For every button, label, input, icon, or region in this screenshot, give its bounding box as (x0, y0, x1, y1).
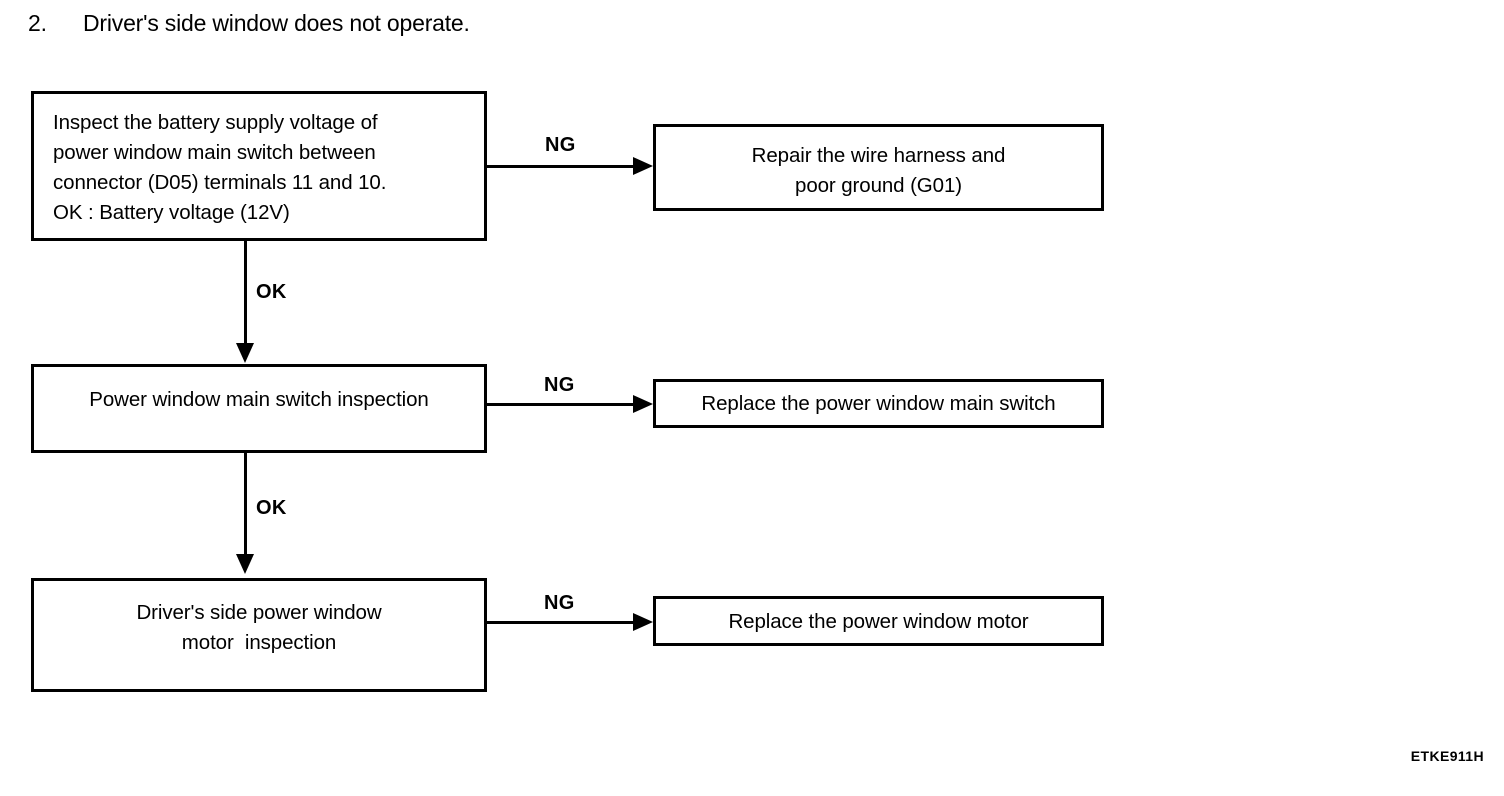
box-text-line: motor inspection (181, 631, 337, 654)
box-text-line: Repair the wire harness and (751, 144, 1006, 167)
figure-code: ETKE911H (1410, 748, 1484, 764)
edge-label-ng-2: NG (544, 374, 575, 396)
box-replace-power-window-motor: Replace the power window motor (653, 596, 1104, 646)
box-text: Driver's side power window motor inspect… (34, 598, 484, 658)
connector-ng-1-line (487, 165, 634, 168)
edge-label-ng-1: NG (545, 134, 576, 156)
connector-ok-2-line (244, 453, 247, 556)
edge-label-ok-1: OK (256, 281, 287, 303)
box-replace-power-window-main-switch: Replace the power window main switch (653, 379, 1104, 428)
connector-ng-1-arrowhead (633, 157, 653, 175)
connector-ng-3-line (487, 621, 634, 624)
heading-text: Driver's side window does not operate. (83, 10, 470, 36)
box-text-line: Replace the power window motor (728, 610, 1029, 633)
page-heading: 2. Driver's side window does not operate… (28, 10, 470, 37)
box-text: Replace the power window motor (656, 607, 1101, 637)
box-text: Inspect the battery supply voltage of po… (34, 108, 484, 228)
box-text-line: Driver's side power window (136, 601, 382, 624)
box-text-line: Inspect the battery supply voltage of (53, 111, 378, 134)
connector-ok-1-line (244, 241, 247, 346)
box-text: Power window main switch inspection (34, 385, 484, 415)
heading-number: 2. (28, 10, 47, 36)
edge-label-ng-3: NG (544, 592, 575, 614)
box-text-line: poor ground (G01) (795, 174, 962, 197)
box-text-line: Replace the power window main switch (701, 392, 1056, 415)
box-text-line: Power window main switch inspection (89, 388, 429, 411)
box-text-line: connector (D05) terminals 11 and 10. (53, 171, 387, 194)
box-driver-side-power-window-motor-inspection: Driver's side power window motor inspect… (31, 578, 487, 692)
box-power-window-main-switch-inspection: Power window main switch inspection (31, 364, 487, 453)
connector-ok-2-arrowhead (236, 554, 254, 574)
connector-ng-2-arrowhead (633, 395, 653, 413)
box-text: Replace the power window main switch (656, 389, 1101, 419)
connector-ng-3-arrowhead (633, 613, 653, 631)
box-text-line: power window main switch between (53, 141, 376, 164)
box-repair-wire-harness: Repair the wire harness and poor ground … (653, 124, 1104, 211)
box-text: Repair the wire harness and poor ground … (656, 141, 1101, 201)
connector-ok-1-arrowhead (236, 343, 254, 363)
edge-label-ok-2: OK (256, 497, 287, 519)
box-text-line: OK : Battery voltage (12V) (53, 201, 290, 224)
connector-ng-2-line (487, 403, 634, 406)
box-inspect-battery-supply-voltage: Inspect the battery supply voltage of po… (31, 91, 487, 241)
